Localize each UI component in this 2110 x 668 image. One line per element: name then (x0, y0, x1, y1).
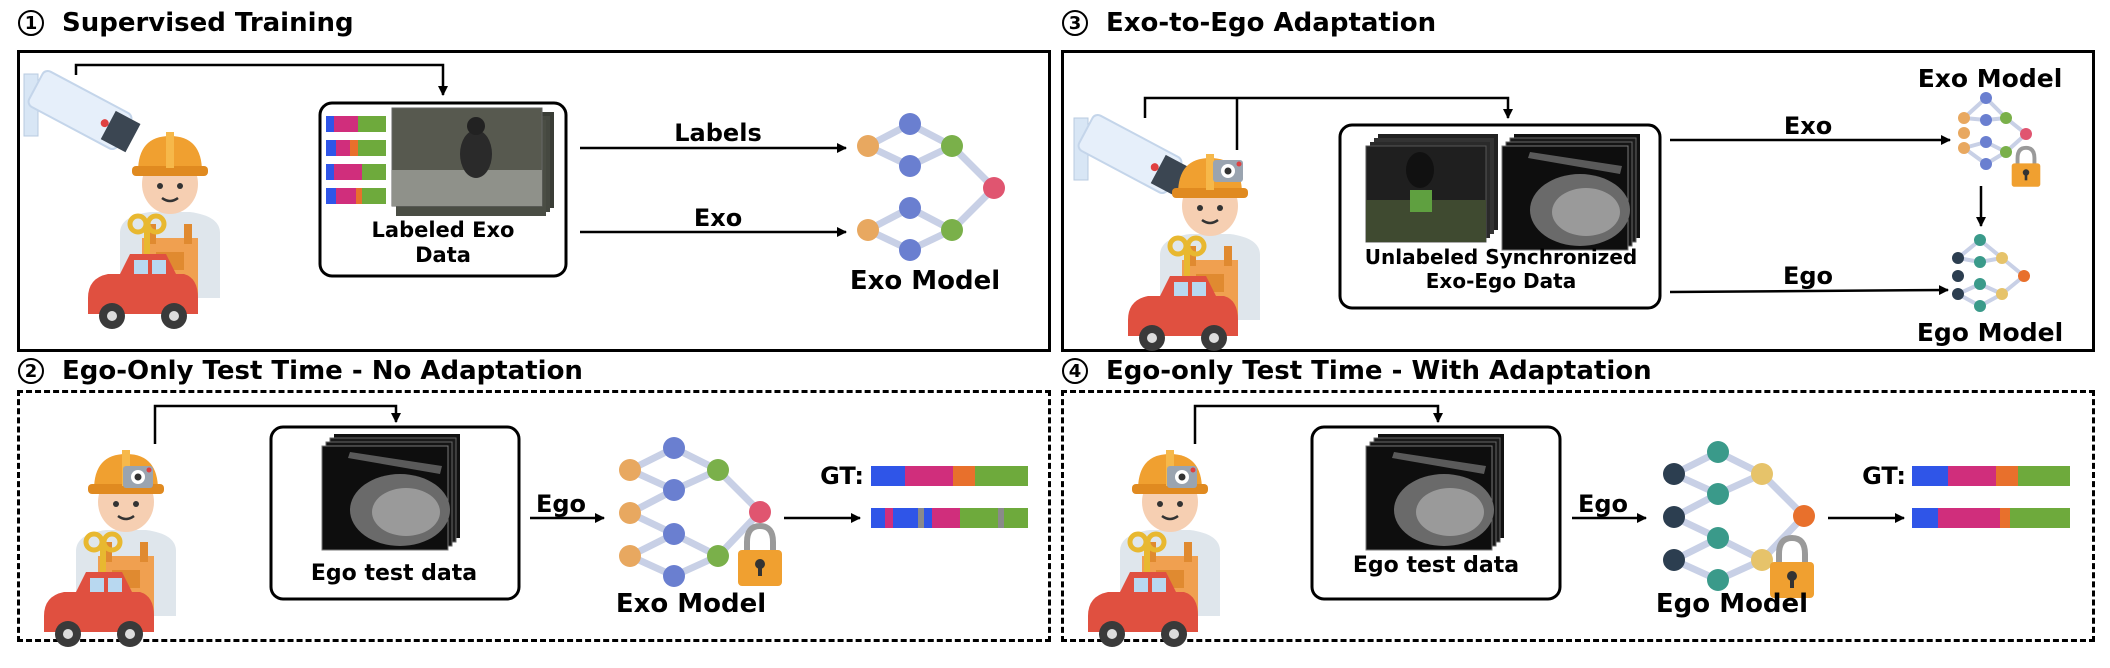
small-exo-model-network (1958, 92, 2032, 170)
exo-arrow-label: Exo (1784, 112, 1832, 140)
step-number: 2 (18, 358, 44, 384)
exo-capture-arrow (1143, 96, 1513, 119)
frozen-exo-model-network (619, 437, 771, 587)
worker-with-toy-car-icon (88, 132, 220, 329)
exo-model-label: Exo Model (1918, 64, 2063, 93)
panel2-title: 2 Ego-Only Test Time - No Adaptation (18, 356, 583, 386)
panel2-title-text: Ego-Only Test Time - No Adaptation (62, 356, 583, 386)
exo-model-label: Exo Model (850, 266, 1000, 296)
head-camera-icon (123, 466, 153, 488)
gt-bar (871, 466, 1028, 486)
security-camera-icon (23, 67, 144, 157)
labels-arrow-label: Labels (674, 119, 761, 147)
lock-icon (738, 526, 782, 586)
lock-icon (2009, 145, 2043, 189)
labeled-exo-data-line1: Labeled Exo (372, 218, 515, 242)
panel2-frame (17, 390, 1051, 642)
ego-test-data-label: Ego test data (1353, 553, 1519, 578)
sync-data-line2: Exo-Ego Data (1426, 269, 1576, 293)
exo-model-network (857, 113, 1005, 261)
worker-with-toy-car-icon (1088, 450, 1220, 647)
gt-label: GT: (820, 462, 864, 490)
exo-arrow-label: Exo (694, 204, 742, 232)
head-camera-icon (1167, 466, 1197, 488)
panel3-frame (1061, 50, 2095, 352)
step-number: 1 (18, 10, 44, 36)
sync-exo-frames (1365, 133, 1499, 243)
step-number: 4 (1062, 358, 1088, 384)
ego-arrow-label: Ego (1578, 490, 1628, 518)
ego-video-frames (321, 433, 461, 551)
labeled-exo-data-line2: Data (415, 243, 471, 267)
sync-data-line1: Unlabeled Synchronized (1365, 245, 1637, 269)
panel1-title: 1 Supervised Training (18, 8, 354, 38)
prediction-bar (871, 508, 1028, 528)
ego-video-frames (1365, 433, 1505, 551)
panel1-frame (17, 50, 1051, 352)
worker-with-toy-car-icon (44, 450, 176, 647)
security-camera-icon (1073, 111, 1194, 201)
ego-capture-arrow (1193, 404, 1443, 444)
label-bars (326, 116, 386, 204)
panel1-title-text: Supervised Training (62, 8, 354, 38)
exo-video-frames (391, 107, 554, 216)
panel3-title-text: Exo-to-Ego Adaptation (1106, 8, 1437, 38)
panel4-frame (1061, 390, 2095, 642)
ego-capture-arrow (153, 404, 401, 444)
exo-model-label: Exo Model (616, 589, 766, 619)
panel4-title: 4 Ego-only Test Time - With Adaptation (1062, 356, 1652, 386)
panel4-title-text: Ego-only Test Time - With Adaptation (1106, 356, 1652, 386)
panel3-title: 3 Exo-to-Ego Adaptation (1062, 8, 1436, 38)
step-number: 3 (1062, 10, 1088, 36)
ego-test-data-label: Ego test data (311, 561, 477, 586)
ego-model-label: Ego Model (1656, 589, 1808, 619)
ego-model-label: Ego Model (1917, 318, 2063, 347)
camera-arrow (74, 63, 448, 96)
small-ego-model-network (1952, 234, 2030, 312)
sync-ego-frames (1501, 133, 1641, 251)
frozen-ego-model-network (1663, 441, 1815, 591)
ego-arrow-label: Ego (1783, 262, 1833, 290)
ego-arrow-label: Ego (536, 490, 586, 518)
prediction-bar (1912, 508, 2070, 528)
head-camera-icon (1213, 160, 1243, 182)
gt-bar (1912, 466, 2070, 486)
gt-label: GT: (1862, 462, 1906, 490)
ego-to-model-arrow (1669, 285, 1949, 296)
